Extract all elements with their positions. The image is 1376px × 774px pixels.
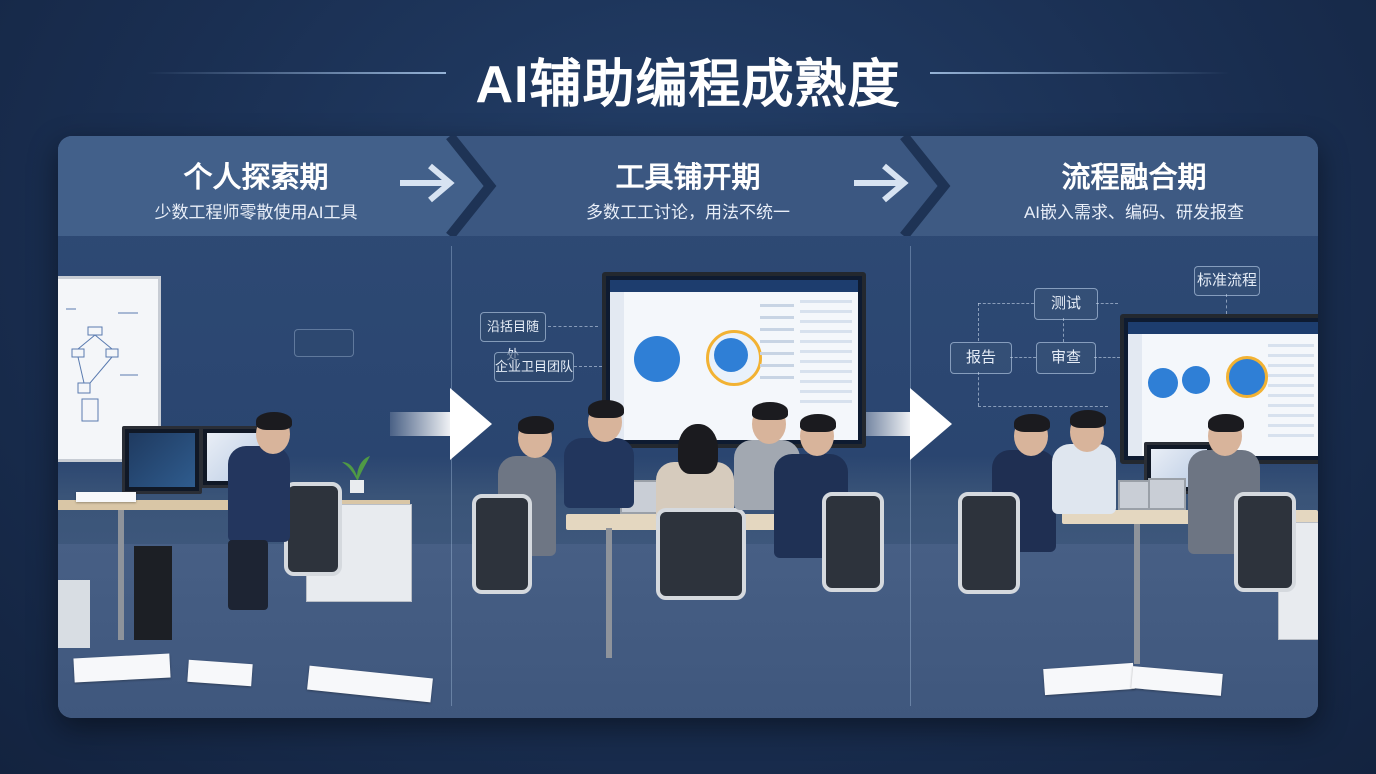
- office-chair: [822, 492, 884, 592]
- arrow-right-icon: [854, 163, 909, 203]
- plant-icon: [342, 456, 370, 493]
- engineer-person: [228, 446, 290, 542]
- page-title: AI辅助编程成熟度: [475, 56, 901, 114]
- test-tag: 测试: [1034, 288, 1098, 320]
- phase-1-subtitle: 少数工程师零散使用AI工具: [154, 203, 358, 222]
- desktop-monitor: [122, 426, 202, 494]
- phase-2-title: 工具铺开期: [615, 162, 761, 194]
- pc-tower: [134, 546, 172, 640]
- maturity-panel: 个人探索期 少数工程师零散使用AI工具 工具铺开期 多数工工讨论，用法不统一 流…: [58, 136, 1318, 718]
- office-chair: [656, 508, 746, 600]
- title-area: AI辅助编程成熟度: [0, 40, 1376, 114]
- standard-process-tag: 标准流程: [1194, 266, 1260, 296]
- paper-stack: [76, 492, 136, 502]
- report-tag: 报告: [950, 342, 1012, 374]
- phase-2-subtitle: 多数工工讨论，用法不统一: [586, 203, 790, 222]
- phase-3-subtitle: AI嵌入需求、编码、研发报查: [1023, 203, 1245, 222]
- office-chair: [472, 494, 532, 594]
- phase-header-band: 个人探索期 少数工程师零散使用AI工具 工具铺开期 多数工工讨论，用法不统一 流…: [58, 136, 1318, 236]
- chevron-icon: [58, 136, 1318, 236]
- paper-stack: [73, 653, 171, 683]
- scene2-tag-1: 沿括目随处: [480, 312, 546, 362]
- laptop: [1148, 478, 1186, 510]
- arrow-right-icon: [400, 163, 455, 203]
- binder-stack: [58, 580, 90, 648]
- phase-1-title: 个人探索期: [183, 162, 329, 194]
- scene-divider: [451, 246, 452, 706]
- phase-3-title: 流程融合期: [1061, 162, 1207, 194]
- office-chair: [284, 482, 342, 576]
- title-line-right: [930, 72, 1230, 74]
- review-tag: 审查: [1036, 342, 1096, 374]
- office-chair: [958, 492, 1020, 594]
- office-chair: [1234, 492, 1296, 592]
- title-line-left: [146, 72, 446, 74]
- arrow-right-icon: [850, 388, 952, 460]
- arrow-right-icon: [390, 388, 492, 460]
- team-member: [1052, 444, 1116, 514]
- faint-tag: [294, 329, 354, 357]
- scene-divider: [910, 246, 911, 706]
- scene2-tag-2: 企业卫目团队: [494, 352, 574, 382]
- team-member: [564, 438, 634, 508]
- paper-sheet: [187, 659, 253, 687]
